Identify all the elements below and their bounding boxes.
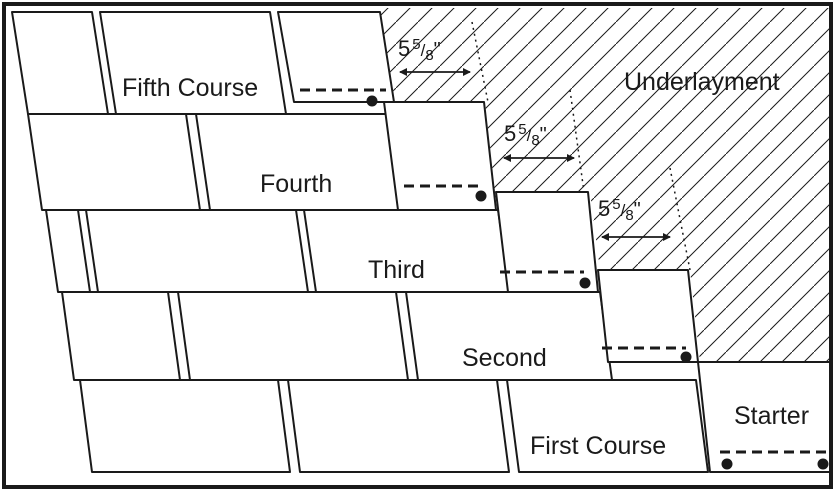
- shingle: [45, 209, 91, 293]
- shingle: [597, 269, 699, 363]
- shingle: [11, 11, 109, 115]
- label-fourth: Fourth: [260, 170, 332, 198]
- nail-marker: [579, 277, 591, 289]
- shingle: [85, 209, 309, 293]
- label-third: Third: [368, 256, 425, 284]
- shingle: [61, 291, 181, 381]
- shingle: [27, 113, 201, 211]
- shingle: [277, 11, 395, 103]
- starter-strip: [697, 361, 831, 473]
- shingle: [287, 379, 510, 473]
- shingle: [99, 11, 287, 115]
- label-second: Second: [462, 344, 547, 372]
- nail-marker: [475, 190, 487, 202]
- label-underlayment: Underlayment: [624, 68, 780, 96]
- shingle: [495, 191, 599, 293]
- guide-line: [569, 89, 585, 193]
- shingle: [177, 291, 409, 381]
- nail-marker: [721, 458, 733, 470]
- label-fifth-course: Fifth Course: [122, 74, 258, 102]
- label-starter: Starter: [734, 402, 809, 430]
- guide-line: [471, 21, 489, 103]
- underlayment-area: [380, 8, 831, 362]
- nail-marker: [680, 351, 692, 363]
- shingle: [383, 101, 497, 211]
- shingle: [79, 379, 291, 473]
- label-first-course: First Course: [530, 432, 666, 460]
- nail-marker: [366, 95, 378, 107]
- nail-marker: [817, 458, 829, 470]
- shingle: [506, 379, 709, 473]
